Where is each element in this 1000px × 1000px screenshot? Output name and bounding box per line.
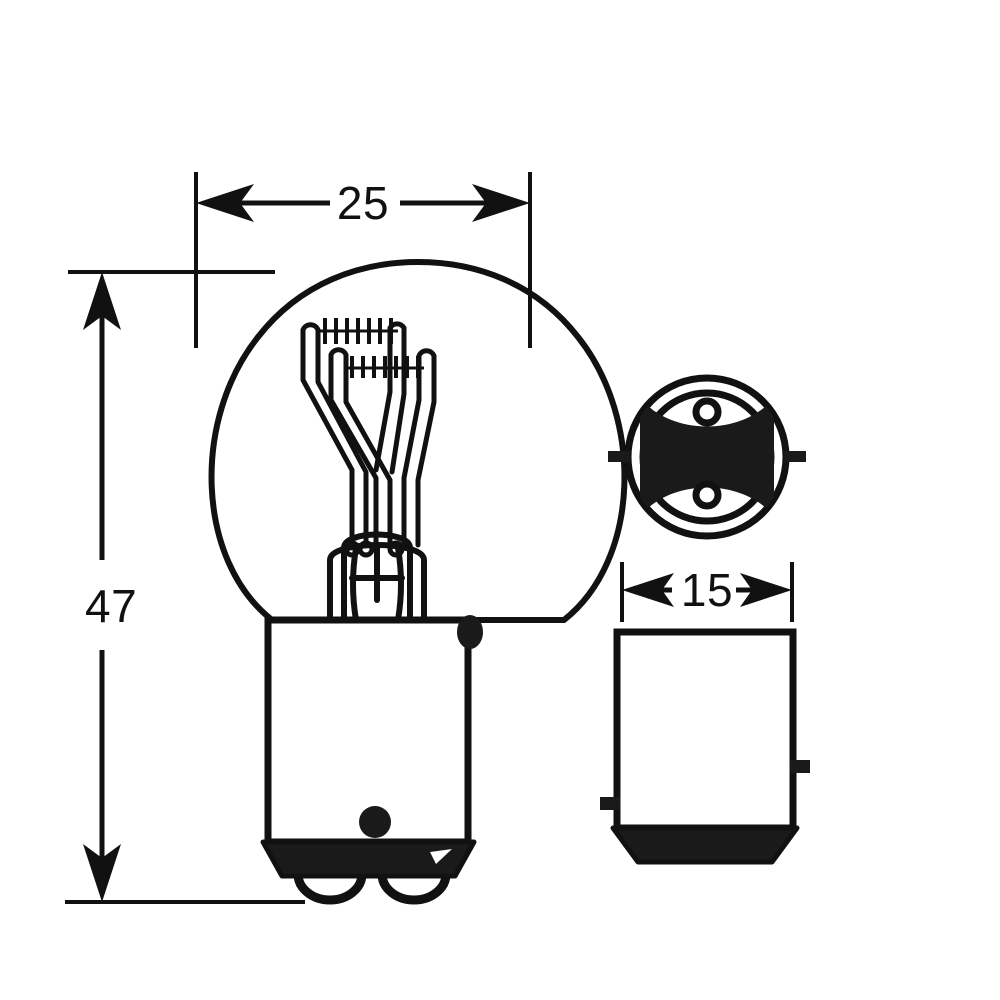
contact-lower: [692, 480, 722, 510]
support-wire-right-tip: [416, 348, 437, 359]
cap-width-arrow-left: [622, 573, 674, 607]
glass-bulb-envelope: [208, 259, 628, 623]
height-arrow-bottom: [83, 844, 121, 902]
support-wire-centre-b: [389, 325, 407, 475]
width-arrow-right: [472, 184, 530, 222]
support-wire-outer-left-tip: [300, 322, 321, 333]
stem-bead-group: [343, 540, 405, 558]
insulator-bowtie: [640, 398, 774, 516]
bottom-contact-bump-left: [293, 873, 367, 905]
bottom-contact-bump-right: [377, 873, 451, 905]
cap-width-dimension-label: 15: [681, 564, 733, 616]
stem-tube-left: [350, 547, 359, 621]
dimension-height-47: 47: [65, 270, 305, 904]
cap-pin-left: [600, 797, 620, 810]
cap-pin-right: [790, 760, 810, 773]
cap-side-view: [600, 628, 810, 865]
filament-coil-minor: [346, 356, 424, 378]
support-wire-inner-left: [328, 352, 379, 548]
stem-tube-right: [395, 547, 404, 621]
support-wire-outer-left: [300, 327, 355, 548]
bayonet-pin-right: [784, 451, 806, 462]
support-wire-inner-left-b: [343, 352, 393, 548]
cap-side-bottom-skirt: [610, 825, 800, 865]
bayonet-side-pin: [457, 615, 483, 649]
skirt-highlight: [430, 849, 452, 864]
dimension-cap-width-15: 15: [620, 562, 794, 622]
cap-width-arrow-right: [740, 573, 792, 607]
width-arrow-left: [196, 184, 254, 222]
bulb-front-elevation: [208, 259, 628, 905]
cap-bottom-skirt: [260, 839, 477, 879]
support-wire-right-b: [415, 353, 437, 548]
cap-index-dot: [359, 806, 391, 838]
cap-bottom-view: [608, 374, 806, 540]
dual-filament-assembly: [300, 321, 437, 548]
stem-bead-2: [357, 540, 375, 558]
stem-bead-3: [387, 540, 405, 558]
support-wire-outer-left-b: [315, 327, 369, 548]
contact-upper: [692, 397, 722, 427]
width-dimension-label: 25: [337, 177, 389, 229]
support-wire-inner-left-tip: [328, 347, 349, 358]
height-dimension-label: 47: [85, 580, 137, 632]
stem-outer-right: [327, 542, 427, 620]
bayonet-pin-left: [608, 451, 630, 462]
support-wire-centre: [373, 325, 393, 473]
stem-exhaust-cross: [349, 542, 405, 603]
dimension-width-25: 25: [194, 172, 532, 348]
filament-coil-major: [318, 318, 398, 344]
height-arrow-top: [83, 272, 121, 330]
insulator-bowtie-shape: [640, 398, 774, 516]
